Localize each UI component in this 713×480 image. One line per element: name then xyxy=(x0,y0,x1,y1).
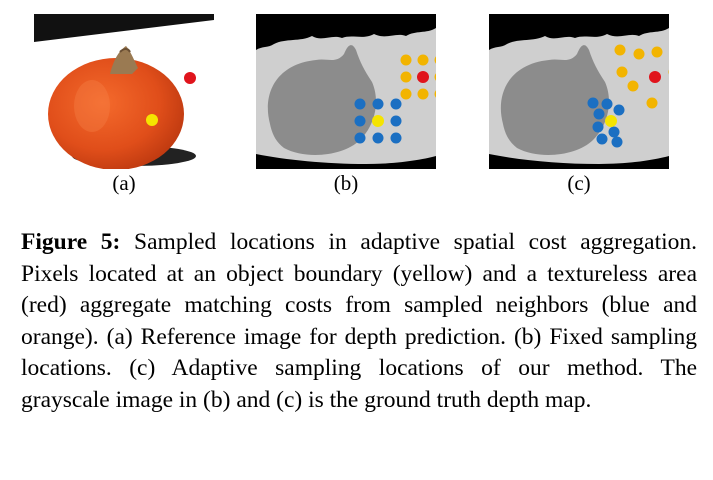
object-depth-region xyxy=(267,45,376,155)
reference-image-panel xyxy=(34,14,214,169)
boundary-point xyxy=(605,115,617,127)
object-depth-region xyxy=(500,45,609,155)
panel-c-label: (c) xyxy=(567,171,591,195)
boundary-point xyxy=(372,115,384,127)
panel-a-label: (a) xyxy=(112,171,136,195)
boundary-point xyxy=(146,114,158,126)
pumpkin-body xyxy=(48,58,184,169)
textureless-neighbor-samples xyxy=(614,44,669,109)
fixed-sampling-panel xyxy=(256,14,436,169)
boundary-neighbor-grid xyxy=(354,98,402,144)
depth-map-fixed xyxy=(256,14,436,169)
pumpkin-stem xyxy=(110,46,138,74)
textureless-point xyxy=(649,71,661,83)
boundary-neighbor-samples xyxy=(587,97,625,148)
reference-image xyxy=(34,14,214,169)
figure-caption: Figure 5: Sampled locations in adaptive … xyxy=(21,227,697,416)
caption-label: Figure 5: xyxy=(21,229,121,255)
textureless-point xyxy=(417,71,429,83)
caption-text: Sampled locations in adaptive spatial co… xyxy=(21,229,697,413)
depth-map-adaptive xyxy=(489,14,669,169)
textureless-neighbor-grid xyxy=(400,54,436,100)
textureless-point xyxy=(184,72,196,84)
adaptive-sampling-panel xyxy=(489,14,669,169)
panel-b-label: (b) xyxy=(333,171,359,195)
